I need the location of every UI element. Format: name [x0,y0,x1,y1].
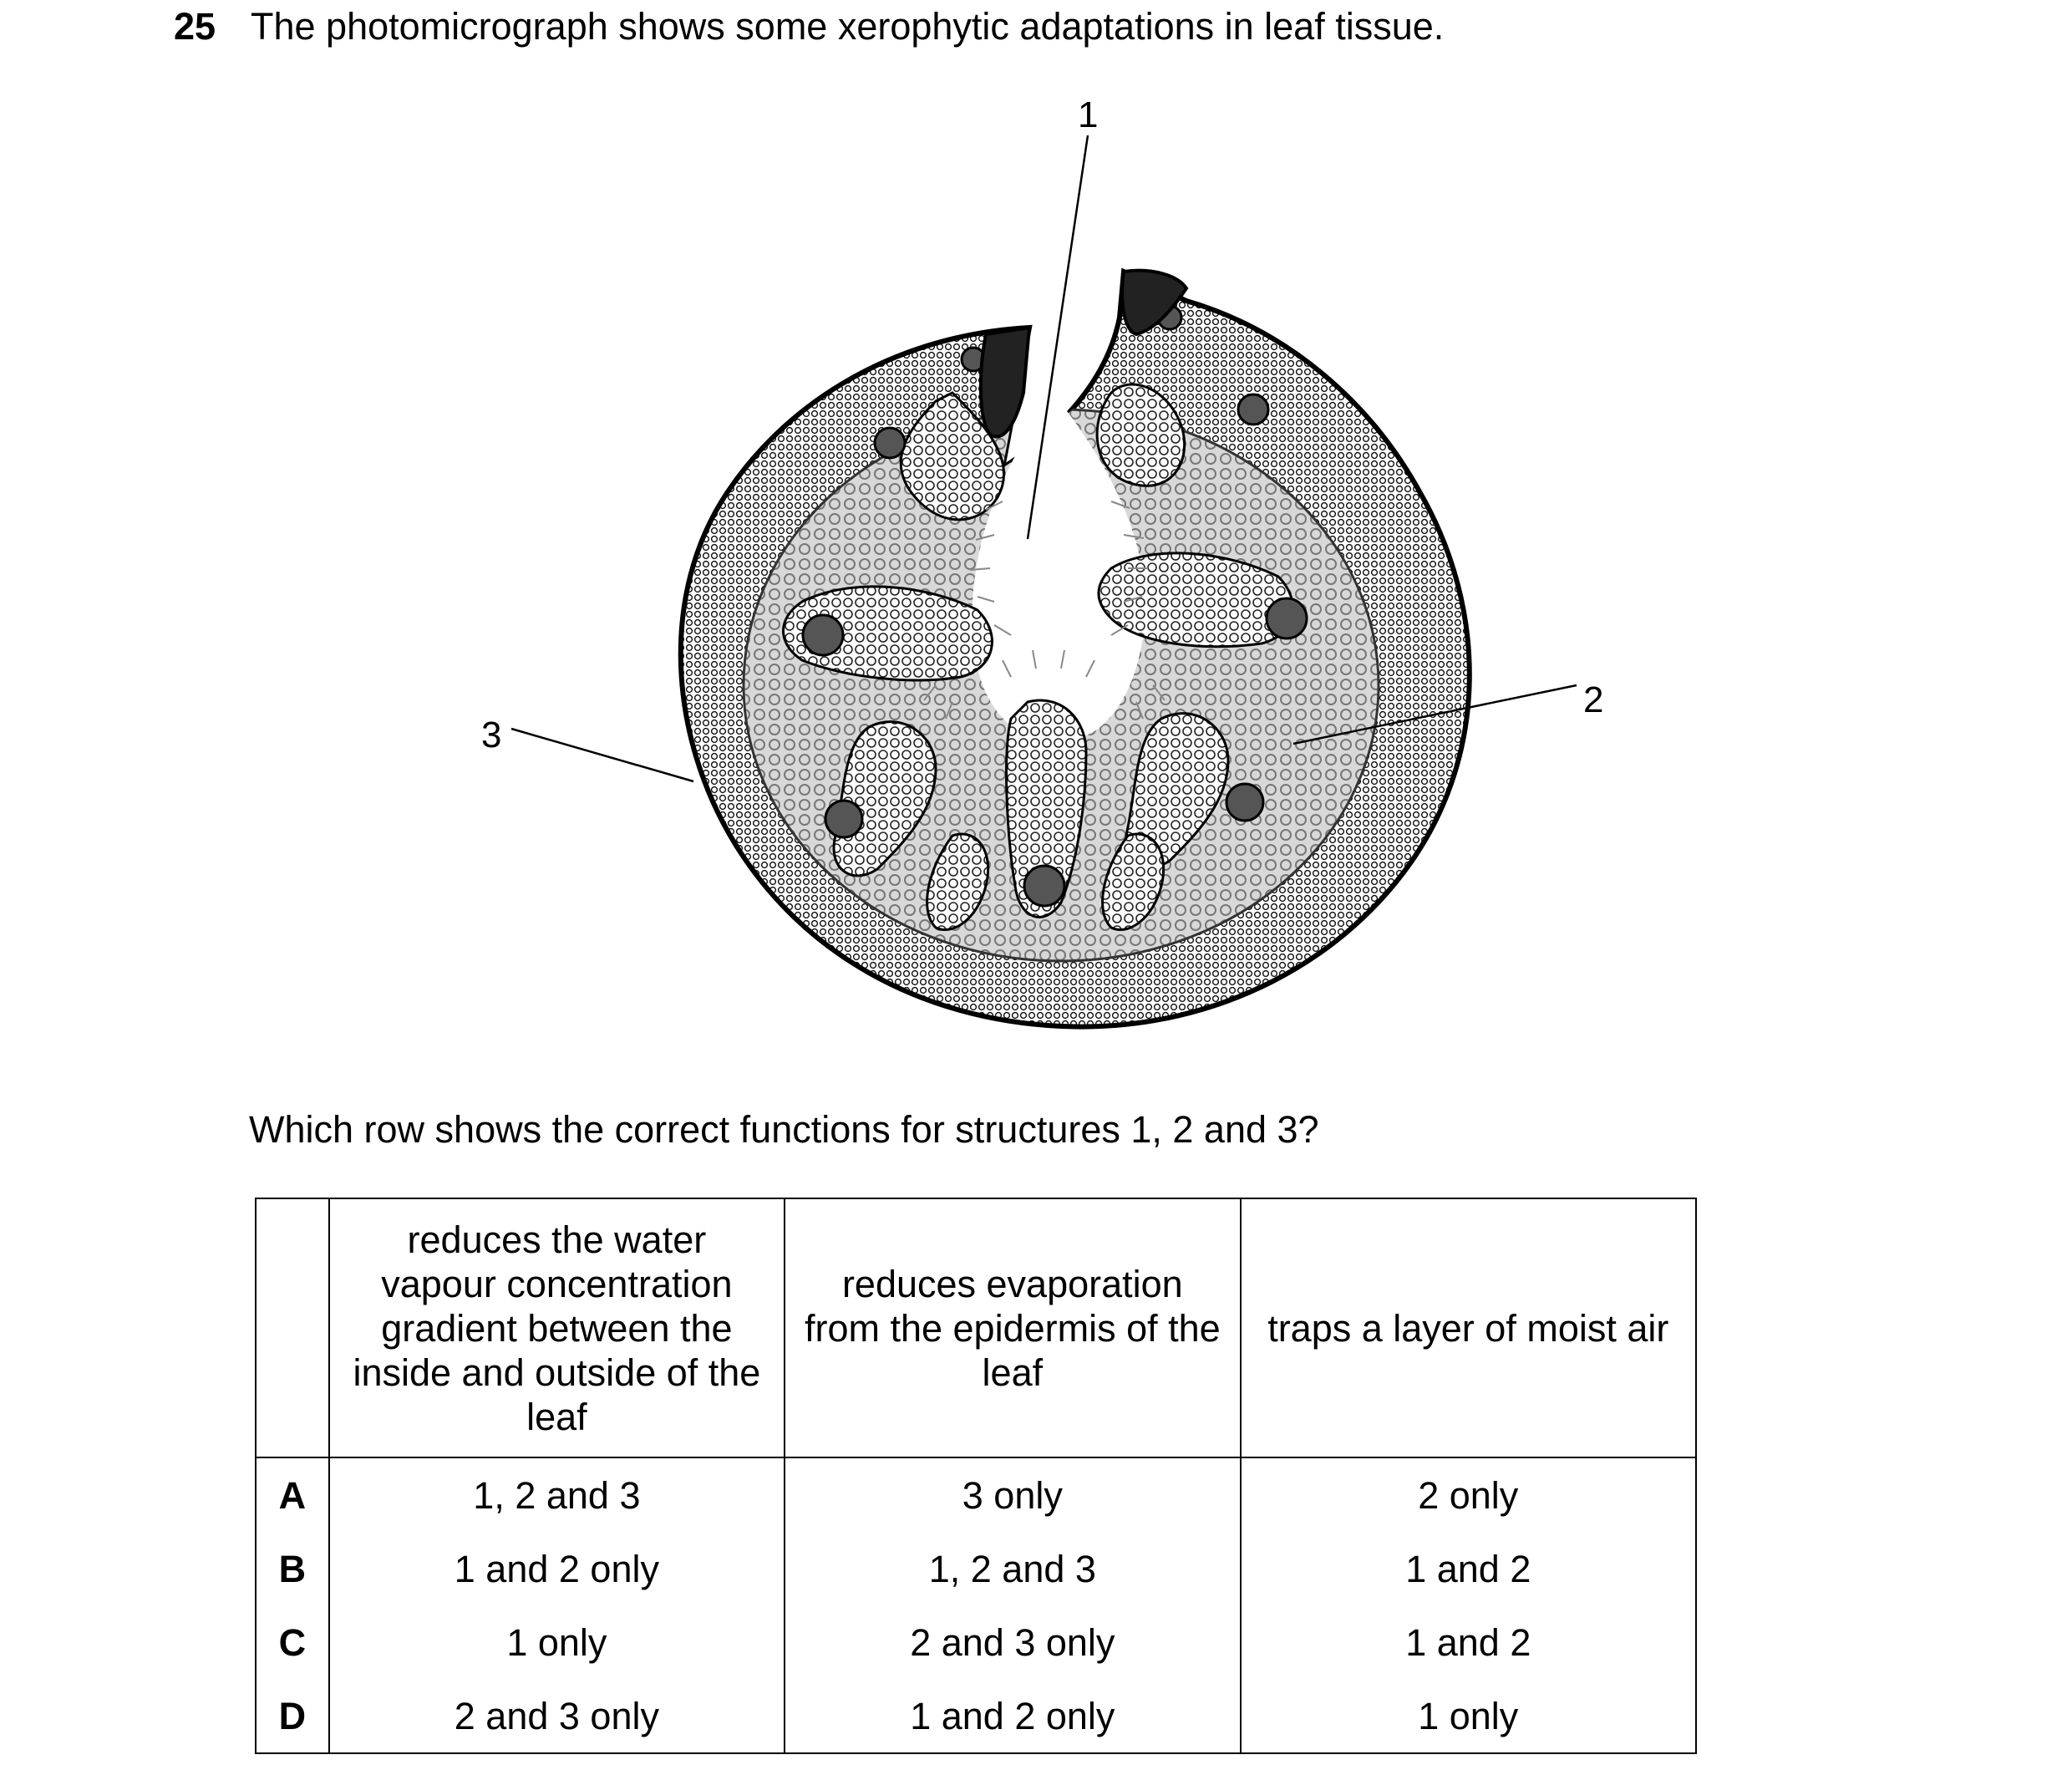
leaf-ridges [782,383,1294,931]
option-letter[interactable]: B [255,1532,330,1605]
table-cell: 2 and 3 only [784,1605,1242,1679]
sclerenchyma-tip-right [1120,268,1189,337]
table-cell: 1 only [328,1605,786,1679]
question-number: 25 [174,5,216,48]
label-1: 1 [1078,94,1098,135]
question-prompt: Which row shows the correct functions fo… [249,1108,1319,1151]
header-gradient-column: reduces the water vapour concentration g… [328,1198,786,1458]
table-cell: 1, 2 and 3 [784,1532,1242,1605]
table-row[interactable]: B 1 and 2 only 1, 2 and 3 1 and 2 [255,1532,1698,1605]
question-header: 25 The photomicrograph shows some xerophy… [174,2,1444,52]
label-2: 2 [1583,679,1603,720]
option-letter[interactable]: C [255,1605,330,1679]
question-text: The photomicrograph shows some xerophyti… [251,5,1445,48]
table-cell: 2 and 3 only [328,1679,786,1754]
table-cell: 1 and 2 [1239,1605,1698,1679]
leaf-cross-section [678,267,1472,1030]
table-row[interactable]: C 1 only 2 and 3 only 1 and 2 [255,1605,1698,1679]
label-3: 3 [481,715,501,755]
answer-table: reduces the water vapour concentration g… [255,1198,1698,1754]
header-letter-column [255,1198,330,1458]
header-evaporation-column: reduces evaporation from the epidermis o… [784,1198,1242,1458]
table-cell: 2 only [1239,1457,1698,1532]
table-cell: 1 and 2 only [328,1532,786,1605]
option-letter[interactable]: D [255,1679,330,1754]
label-lines [510,135,1577,783]
vascular-bundles [801,304,1308,908]
table-cell: 1 and 2 [1239,1532,1698,1605]
table-header-row: reduces the water vapour concentration g… [255,1198,1698,1458]
label-2-line [1292,684,1577,745]
leaf-photomicrograph: 1 2 3 [481,94,1603,1030]
table-row[interactable]: A 1, 2 and 3 3 only 2 only [255,1457,1698,1532]
table-cell: 1 only [1239,1679,1698,1754]
label-3-line [510,727,694,783]
option-letter[interactable]: A [255,1457,330,1532]
central-groove [972,393,1145,742]
table-row[interactable]: D 2 and 3 only 1 and 2 only 1 only [255,1679,1698,1754]
header-moist-air-column: traps a layer of moist air [1239,1198,1698,1458]
leaf-hairs [923,501,1166,720]
table-cell: 1 and 2 only [784,1679,1242,1754]
sclerenchyma-tip-left [978,325,1032,439]
table-cell: 1, 2 and 3 [328,1457,786,1532]
label-1-line [1026,135,1089,540]
table-cell: 3 only [784,1457,1242,1532]
